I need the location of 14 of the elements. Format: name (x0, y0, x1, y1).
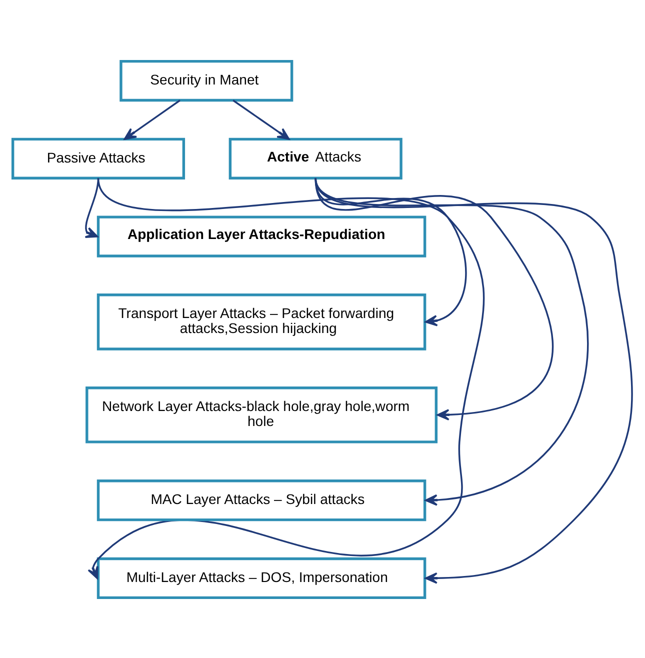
arrow (124, 99, 180, 140)
arrow (88, 177, 485, 579)
node-box: Security in Manet (120, 59, 294, 102)
node-box: Application Layer Attacks-Repudiation (96, 215, 426, 257)
node-box: Multi-Layer Attacks – DOS, Impersonation (96, 556, 426, 599)
node-box: Passive Attacks (11, 137, 186, 179)
arrow (314, 177, 554, 420)
arrow (232, 99, 290, 140)
node-box: MAC Layer Attacks – Sybil attacks (96, 479, 426, 521)
arrow (314, 177, 589, 506)
node-box: Active Attacks (228, 137, 402, 179)
node-box: Network Layer Attacks-black hole,gray hole,worm hole (86, 386, 438, 443)
arrow (314, 177, 633, 584)
node-box: Transport Layer Attacks – Packet forwarding attacks,Session hijacking (96, 293, 426, 350)
